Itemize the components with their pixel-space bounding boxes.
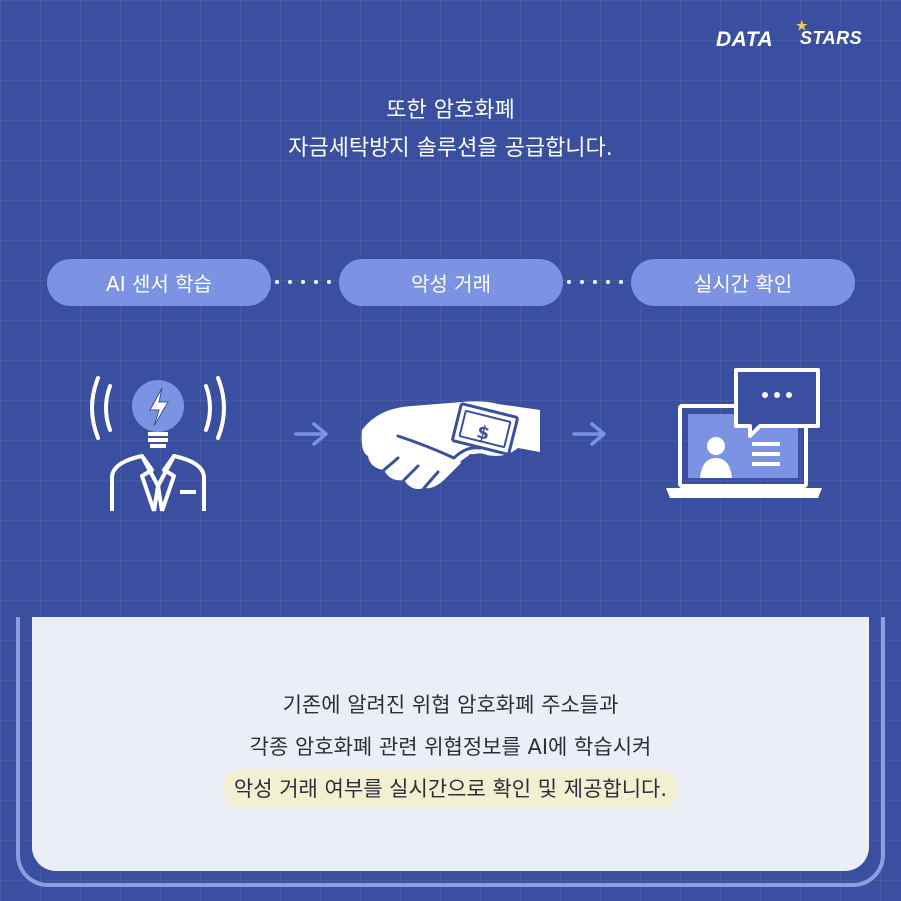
- logo-word-stars: STARS: [800, 28, 863, 48]
- handshake-money-icon: $: [361, 401, 540, 490]
- arrow-right-icon: [572, 422, 606, 446]
- datastars-logo: DATA ★ STARS: [716, 18, 881, 56]
- svg-text:$: $: [475, 421, 492, 444]
- star-icon: ★: [796, 18, 809, 33]
- logo-word-data: DATA: [716, 28, 774, 51]
- headline-line-1: 또한 암호화폐: [386, 98, 515, 123]
- description-text: 기존에 알려진 위협 암호화폐 주소들과 각종 암호화폐 관련 위협정보를 AI…: [0, 684, 901, 810]
- step-pill-realtime-check: 실시간 확인: [631, 259, 855, 306]
- connector-dots: [567, 280, 623, 286]
- description-line-3-highlight: 악성 거래 여부를 실시간으로 확인 및 제공합니다.: [223, 770, 678, 808]
- panel-frame: [16, 617, 885, 887]
- description-line-2: 각종 암호화폐 관련 위협정보를 AI에 학습시켜: [249, 735, 652, 759]
- description-line-1: 기존에 알려진 위협 암호화폐 주소들과: [282, 693, 619, 717]
- headline: 또한 암호화폐 자금세탁방지 솔루션을 공급합니다.: [0, 92, 901, 168]
- step-pill-ai-sensor: AI 센서 학습: [47, 259, 271, 306]
- ai-person-lightbulb-icon: [90, 376, 226, 512]
- arrow-right-icon: [294, 422, 328, 446]
- description-panel: [32, 617, 869, 871]
- connector-dots: [275, 280, 331, 286]
- step-pill-malicious-tx: 악성 거래: [339, 259, 563, 306]
- laptop-chat-icon: [666, 368, 822, 498]
- headline-line-2: 자금세탁방지 솔루션을 공급합니다.: [288, 136, 613, 161]
